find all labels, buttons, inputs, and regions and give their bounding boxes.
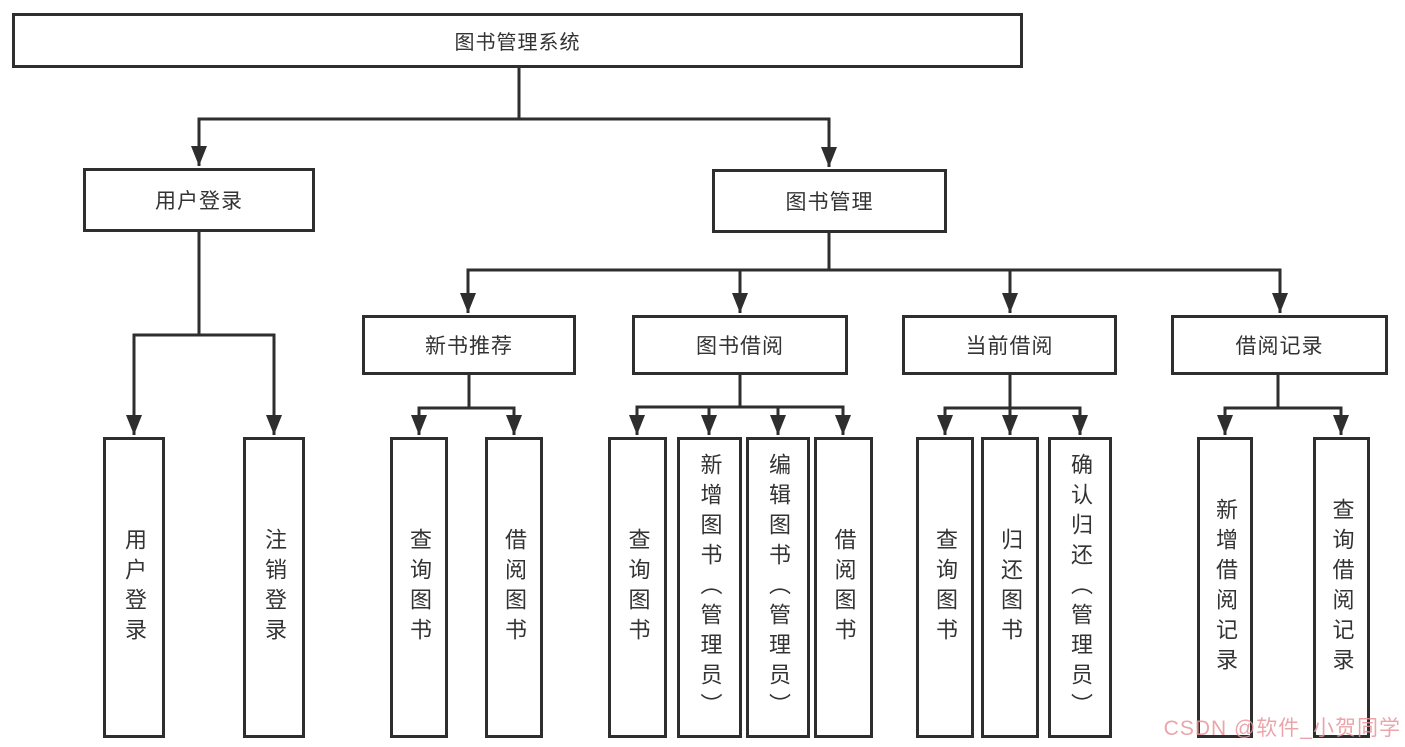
leaf-query-books-new-rec-label: 查询图书 bbox=[407, 527, 432, 648]
leaf-user-login-label: 用户登录 bbox=[122, 527, 147, 648]
leaf-query-books-current: 查询图书 bbox=[916, 437, 974, 738]
leaf-add-books-admin: 新增图书（管理员） bbox=[677, 437, 742, 738]
leaf-add-borrow-record: 新增借阅记录 bbox=[1197, 437, 1253, 738]
leaf-borrow-books-new-rec-label: 借阅图书 bbox=[502, 527, 527, 648]
node-book-management-label: 图书管理 bbox=[785, 191, 874, 214]
leaf-edit-books-admin-label: 编辑图书（管理员） bbox=[766, 452, 791, 723]
leaf-query-borrow-record: 查询借阅记录 bbox=[1313, 437, 1370, 738]
node-current-borrow-label: 当前借阅 bbox=[965, 335, 1054, 358]
watermark: CSDN @软件_小贺同学 bbox=[1163, 717, 1401, 740]
leaf-confirm-return-admin: 确认归还（管理员） bbox=[1048, 437, 1112, 738]
node-book-management: 图书管理 bbox=[712, 169, 947, 233]
node-user-login: 用户登录 bbox=[83, 168, 315, 232]
leaf-return-books: 归还图书 bbox=[981, 437, 1039, 738]
node-root-label: 图书管理系统 bbox=[454, 32, 581, 54]
node-new-book-recommend-label: 新书推荐 bbox=[425, 335, 513, 358]
node-new-book-recommend: 新书推荐 bbox=[362, 315, 576, 375]
node-book-borrow: 图书借阅 bbox=[632, 315, 848, 375]
leaf-query-books-borrow: 查询图书 bbox=[608, 437, 667, 738]
leaf-borrow-books-borrow: 借阅图书 bbox=[814, 437, 873, 738]
leaf-logout: 注销登录 bbox=[243, 437, 305, 738]
node-current-borrow: 当前借阅 bbox=[902, 315, 1117, 375]
leaf-query-books-new-rec: 查询图书 bbox=[390, 437, 448, 738]
leaf-confirm-return-admin-label: 确认归还（管理员） bbox=[1068, 452, 1093, 723]
node-borrow-records-label: 借阅记录 bbox=[1235, 335, 1324, 358]
leaf-add-books-admin-label: 新增图书（管理员） bbox=[697, 452, 723, 723]
node-borrow-records: 借阅记录 bbox=[1171, 315, 1388, 375]
leaf-logout-label: 注销登录 bbox=[262, 527, 287, 648]
node-user-login-label: 用户登录 bbox=[155, 190, 243, 213]
leaf-borrow-books-new-rec: 借阅图书 bbox=[485, 437, 543, 738]
node-root: 图书管理系统 bbox=[12, 13, 1023, 68]
leaf-add-borrow-record-label: 新增借阅记录 bbox=[1213, 497, 1238, 678]
leaf-return-books-label: 归还图书 bbox=[998, 527, 1023, 648]
leaf-query-books-current-label: 查询图书 bbox=[933, 527, 958, 648]
leaf-user-login: 用户登录 bbox=[103, 437, 165, 738]
leaf-query-books-borrow-label: 查询图书 bbox=[625, 527, 651, 648]
leaf-edit-books-admin: 编辑图书（管理员） bbox=[746, 437, 810, 738]
leaf-query-borrow-record-label: 查询借阅记录 bbox=[1329, 497, 1355, 678]
leaf-borrow-books-borrow-label: 借阅图书 bbox=[831, 527, 857, 648]
node-book-borrow-label: 图书借阅 bbox=[696, 335, 784, 358]
